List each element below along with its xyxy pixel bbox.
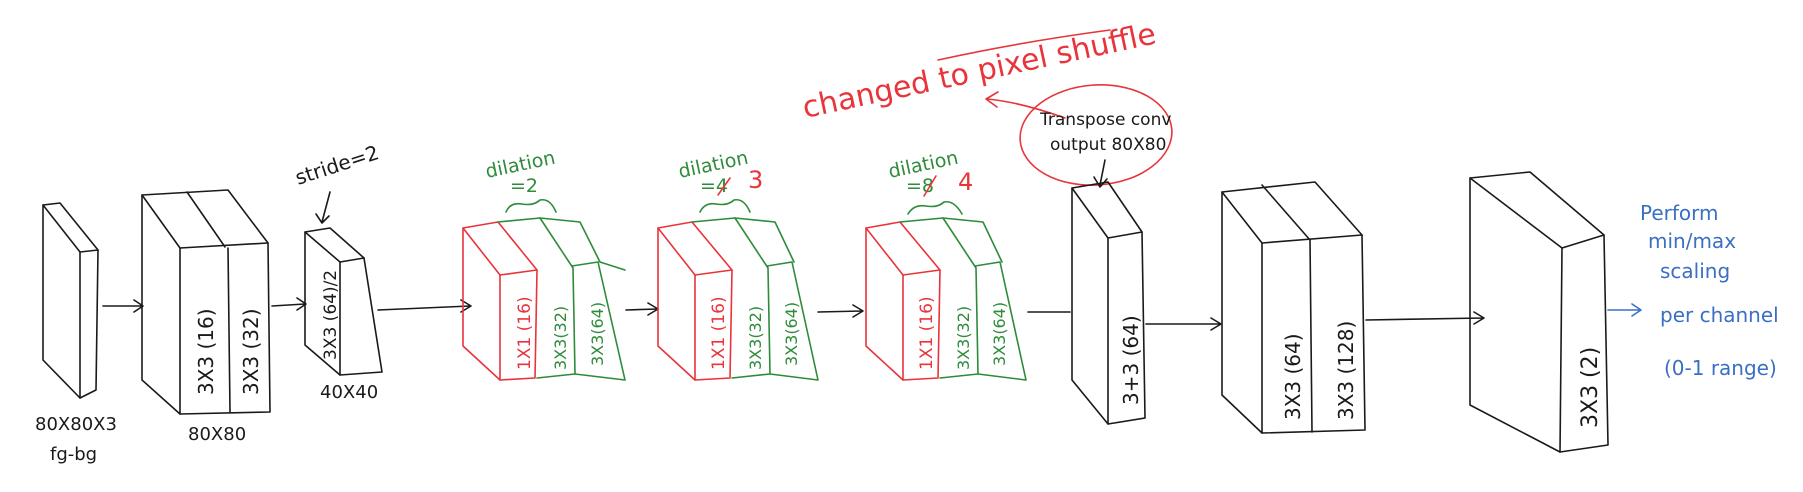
transpose-note-line1: Transpose conv bbox=[1039, 110, 1171, 130]
dilation-block-1: dilation =2 1X1 (16) 3X3(32) 3X3(64) bbox=[462, 147, 626, 381]
block1: 3X3 (16) 3X3 (32) 80X80 bbox=[141, 189, 271, 445]
dilation3-layer1: 1X1 (16) bbox=[917, 296, 937, 370]
dilation2-note-new: 3 bbox=[748, 166, 763, 194]
dilation3-note-new: 4 bbox=[958, 168, 973, 196]
transpose-layer: 3+3 (64) bbox=[1119, 315, 1143, 405]
arrow-final-to-output bbox=[1607, 303, 1642, 317]
dilation1-layer1: 1X1 (16) bbox=[515, 296, 535, 370]
output-note-line1: Perform bbox=[1640, 201, 1719, 225]
output-note-line2: min/max bbox=[1648, 229, 1736, 253]
stride-note: stride=2 bbox=[292, 140, 382, 190]
dilation2-layer2: 3X3(32) bbox=[746, 306, 765, 370]
decoder-layer1: 3X3 (64) bbox=[1281, 333, 1305, 420]
input-size-label: 80X80X3 bbox=[35, 414, 117, 435]
decoder-block: 3X3 (64) 3X3 (128) bbox=[1221, 181, 1366, 434]
output-note-line3: scaling bbox=[1660, 259, 1730, 283]
dilation2-strike bbox=[717, 177, 731, 196]
block1-size-label: 80X80 bbox=[188, 424, 246, 445]
dilation1-layer3: 3X3(64) bbox=[588, 302, 607, 366]
transpose-note-line2: output 80X80 bbox=[1050, 135, 1166, 155]
input-block: 80X80X3 fg-bg bbox=[35, 202, 117, 465]
arrow-input-to-block1 bbox=[102, 299, 144, 313]
dilation3-strike bbox=[923, 175, 937, 197]
arrow-transpose-to-decoder bbox=[1145, 317, 1222, 331]
final-block: 3X3 (2) bbox=[1469, 171, 1609, 453]
block2: stride=2 3X3 (64)/2 40X40 bbox=[292, 140, 383, 403]
arrow-block2-to-dilation1 bbox=[377, 299, 472, 313]
block2-layer: 3X3 (64)/2 bbox=[321, 270, 341, 360]
dilation3-layer3: 3X3(64) bbox=[990, 302, 1009, 366]
dilation2-layer1: 1X1 (16) bbox=[709, 296, 729, 370]
transpose-note: Transpose conv output 80X80 bbox=[1019, 84, 1173, 188]
output-note-line5: (0-1 range) bbox=[1664, 356, 1777, 380]
dilation1-note-value: =2 bbox=[510, 175, 538, 197]
dilation-block-2: dilation =4 3 1X1 (16) 3X3(32) 3X3(64) bbox=[657, 147, 819, 381]
transpose-block: 3+3 (64) bbox=[1071, 181, 1146, 425]
dilation1-layer2: 3X3(32) bbox=[551, 306, 570, 370]
arrow-dilation2-to-dilation3 bbox=[817, 304, 864, 318]
block1-layer2: 3X3 (32) bbox=[239, 308, 263, 395]
dilation-block-3: dilation =8 4 1X1 (16) 3X3(32) 3X3(64) bbox=[865, 147, 1027, 381]
output-note-line4: per channel bbox=[1660, 303, 1779, 327]
decoder-layer2: 3X3 (128) bbox=[1334, 321, 1358, 420]
dilation2-layer3: 3X3(64) bbox=[782, 302, 801, 366]
dilation3-layer2: 3X3(32) bbox=[954, 306, 973, 370]
arrow-dilation1-to-dilation2 bbox=[625, 302, 659, 316]
block1-layer1: 3X3 (16) bbox=[194, 308, 218, 395]
output-note: Perform min/max scaling per channel (0-1… bbox=[1640, 201, 1779, 380]
arrow-block1-to-block2 bbox=[271, 297, 307, 311]
arrow-decoder-to-final bbox=[1365, 311, 1485, 325]
block2-size-label: 40X40 bbox=[320, 382, 378, 403]
final-layer: 3X3 (2) bbox=[1578, 347, 1603, 428]
input-name-label: fg-bg bbox=[50, 444, 97, 465]
arrow-to-annotation bbox=[985, 91, 1066, 119]
